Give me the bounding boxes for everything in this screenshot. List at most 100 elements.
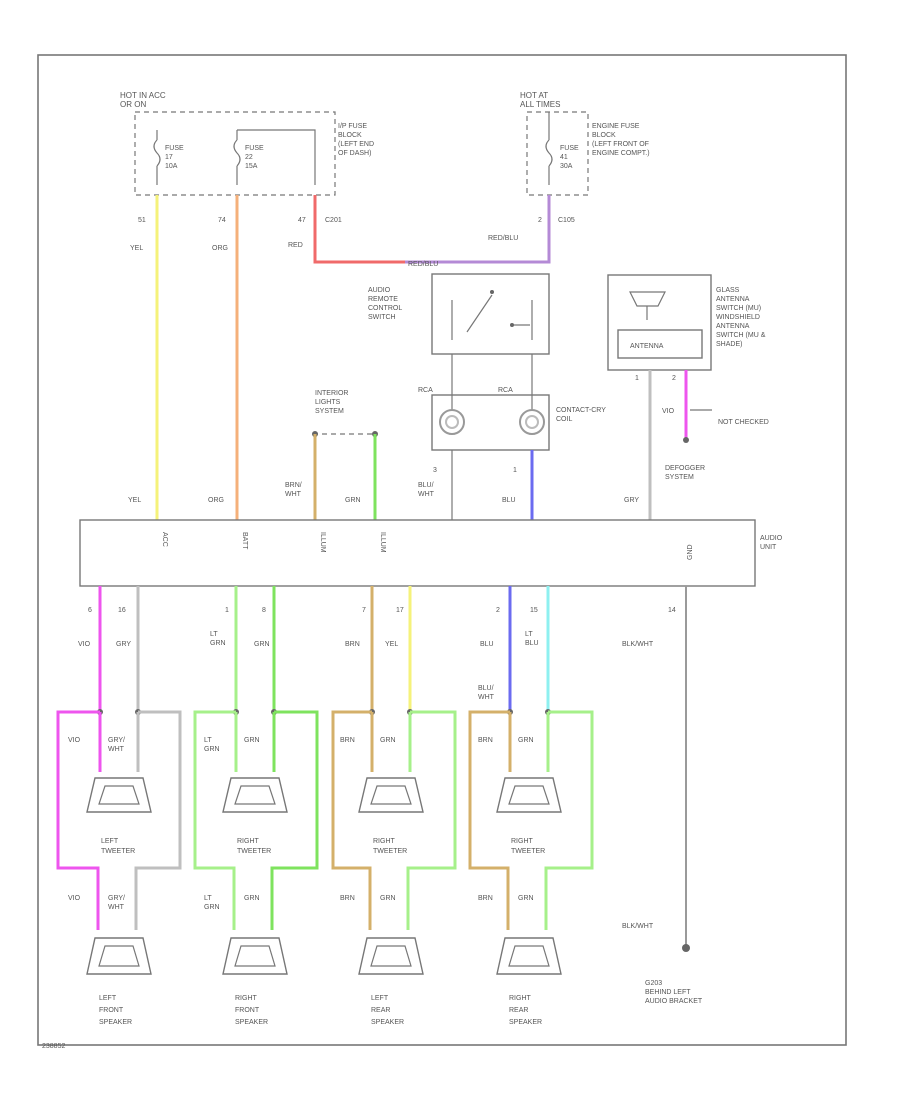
speaker-cone-icon [98, 945, 140, 967]
audio-unit-yel-label: YEL [128, 497, 141, 504]
fuse-symbols [153, 112, 553, 185]
pin-47: 47 [298, 217, 306, 224]
wire-mid-color: RED/BLU [408, 261, 438, 268]
blu-wht-color: BLU/WHT [418, 482, 435, 498]
rr-a-col: BLU [480, 641, 494, 648]
tweeter-cone-icon [370, 785, 412, 805]
pin-gnd: GND [687, 544, 694, 560]
rca-label-a: RCA [418, 387, 433, 394]
pin-2-c105: 2 [538, 217, 542, 224]
rr-b-pin: 15 [530, 607, 538, 614]
loop-wire-a [56, 710, 100, 930]
connector-c201: C201 [325, 217, 342, 224]
tweeter-icon [222, 777, 288, 813]
wire-yel-color: YEL [130, 245, 143, 252]
ground-point [682, 944, 690, 952]
lr-a-pin: 7 [362, 607, 366, 614]
speaker-wire-b-label: GRN [244, 895, 260, 902]
gnd-pin: 14 [668, 607, 676, 614]
tweeter-wire-b-label: GRN [380, 737, 396, 744]
pin-acc: ACC [161, 532, 168, 547]
speaker-wire-a-label: BRN [478, 895, 493, 902]
wire-red [313, 195, 405, 264]
tweeter-wire-b-label: GRY/WHT [108, 737, 125, 753]
speaker-wire-b-label: GRY/WHT [108, 895, 125, 911]
loop-wire-a [331, 710, 372, 930]
gry-color: GRY [624, 497, 639, 504]
lr-b-pin: 17 [396, 607, 404, 614]
lf-b-col: GRY [116, 641, 131, 648]
wire-redblu-color: RED/BLU [488, 235, 518, 242]
speaker-icon [496, 937, 562, 975]
tweeter-wire-a-label: BRN [478, 737, 493, 744]
tweeter-wire-a-label: BRN [340, 737, 355, 744]
loop-wire-b [134, 710, 182, 930]
wire-redblu [405, 195, 551, 264]
speaker-wire-a-label: VIO [68, 895, 81, 902]
speaker-wire-a-label: BRN [340, 895, 355, 902]
speaker-cone-icon [234, 945, 276, 967]
speaker-wire-b-label: GRN [380, 895, 396, 902]
ground-wire-col: BLK/WHT [622, 923, 654, 930]
blu-wht-pin: 3 [433, 467, 437, 474]
not-checked-label: NOT CHECKED [718, 419, 769, 426]
connector-c105: C105 [558, 217, 575, 224]
audio-unit-grn-label: GRN [345, 497, 361, 504]
tweeter-cone-icon [508, 785, 550, 805]
lf-b-pin: 16 [118, 607, 126, 614]
wire-org-color: ORG [212, 245, 228, 252]
pin-74: 74 [218, 217, 226, 224]
vio-pin: 2 [672, 375, 676, 382]
pin-illum-2: ILLUM [379, 532, 386, 553]
tweeter-wire-b-label: GRN [518, 737, 534, 744]
pin-batt: BATT [241, 532, 248, 550]
blu-pin: 1 [513, 467, 517, 474]
lr-a-col: BRN [345, 641, 360, 648]
tweeter-cone-icon [234, 785, 276, 805]
blu-wht-mid: BLU/WHT [478, 685, 495, 701]
pin-illum-1: ILLUM [319, 532, 326, 553]
lf-a-pin: 6 [88, 607, 92, 614]
audio-unit-org-label: ORG [208, 497, 224, 504]
speaker-icon [86, 937, 152, 975]
rf-a-pin: 1 [225, 607, 229, 614]
gry-pin: 1 [635, 375, 639, 382]
audio-unit-brnwht-label: BRN/WHT [285, 482, 302, 498]
loop-wire-b [544, 710, 594, 930]
tweeter-icon [86, 777, 152, 813]
footer-id: 238852 [42, 1043, 65, 1050]
pin-51: 51 [138, 217, 146, 224]
tweeter-icon [358, 777, 424, 813]
rf-b-col: GRN [254, 641, 270, 648]
tweeter-wire-b-label: GRN [244, 737, 260, 744]
rr-a-pin: 2 [496, 607, 500, 614]
tweeter-wire-a-label: VIO [68, 737, 81, 744]
speaker-icon [222, 937, 288, 975]
